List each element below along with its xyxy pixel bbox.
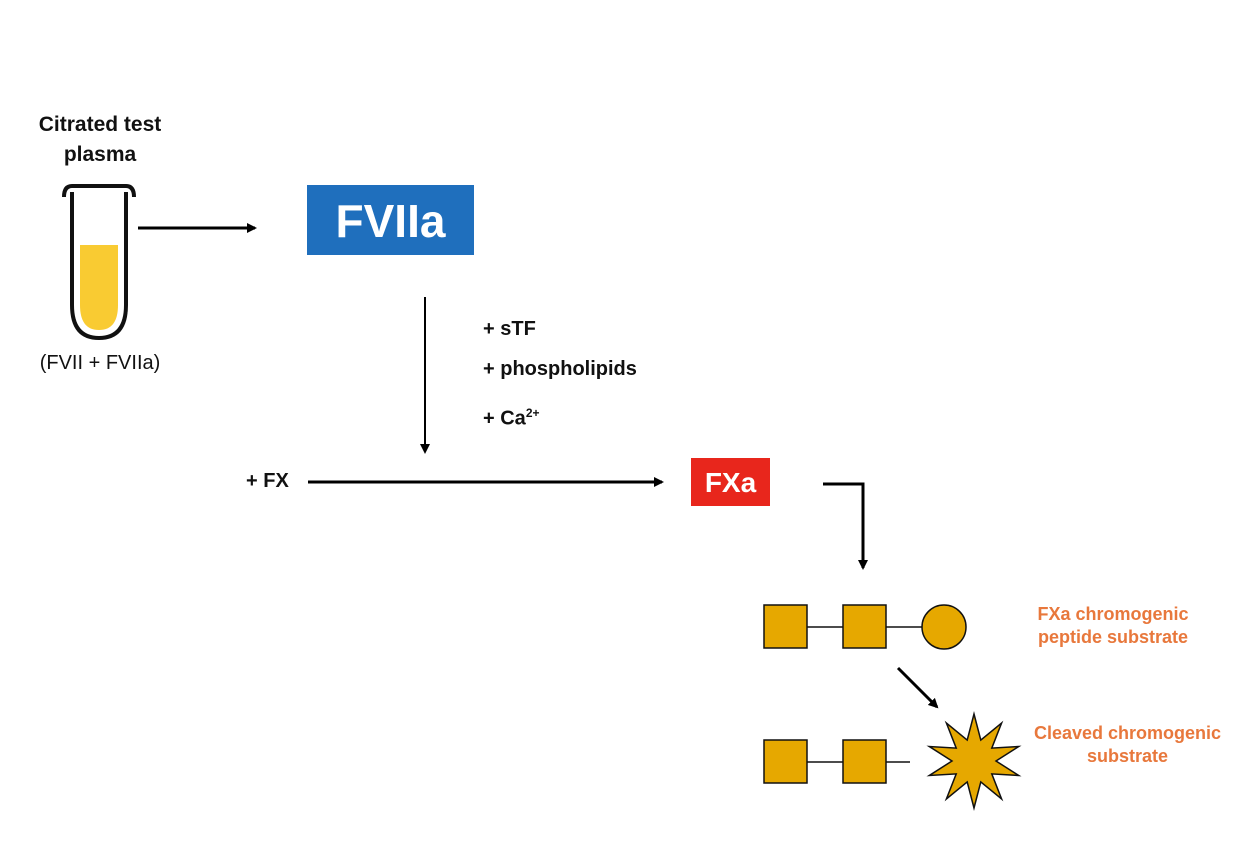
starburst-icon: [926, 711, 1022, 811]
reagent-stf: + sTF: [483, 318, 536, 340]
cleaved-square-1: [763, 739, 808, 784]
cleaved-label: Cleaved chromogenic substrate: [1020, 722, 1235, 768]
substrate-label: FXa chromogenic peptide substrate: [1020, 603, 1206, 649]
substrate-label-line1: FXa chromogenic: [1037, 604, 1189, 624]
fviia-label: FVIIa: [335, 195, 446, 247]
substrate-square-2: [842, 604, 887, 649]
plasma-subtitle: (FVII + FVIIa): [39, 352, 161, 374]
fx-label: + FX: [246, 470, 289, 492]
cleaved-square-2: [842, 739, 887, 784]
reagent-calcium: + Ca2+: [483, 406, 540, 431]
fxa-label: FXa: [704, 467, 757, 498]
cleaved-molecule: [763, 711, 1022, 811]
substrate-label-line2: peptide substrate: [1037, 627, 1189, 647]
plasma-title: Citrated test plasma: [38, 113, 162, 166]
substrate-circle: [921, 604, 967, 650]
reagent-phospholipids: + phospholipids: [483, 358, 637, 380]
cleaved-label-line2: substrate: [1086, 746, 1169, 766]
fviia-box: FVIIa: [307, 185, 474, 255]
calcium-charge: 2+: [525, 406, 540, 420]
cleaved-label-line1: Cleaved chromogenic: [1033, 723, 1222, 743]
reagent-calcium-text: + Ca: [483, 407, 526, 430]
test-tube-icon: [62, 184, 136, 341]
substrate-molecule: [763, 604, 967, 650]
fxa-box: FXa: [691, 458, 770, 506]
substrate-square-1: [763, 604, 808, 649]
cleavage-arrow: [896, 666, 939, 709]
fxa-elbow-arrow: [823, 482, 868, 570]
